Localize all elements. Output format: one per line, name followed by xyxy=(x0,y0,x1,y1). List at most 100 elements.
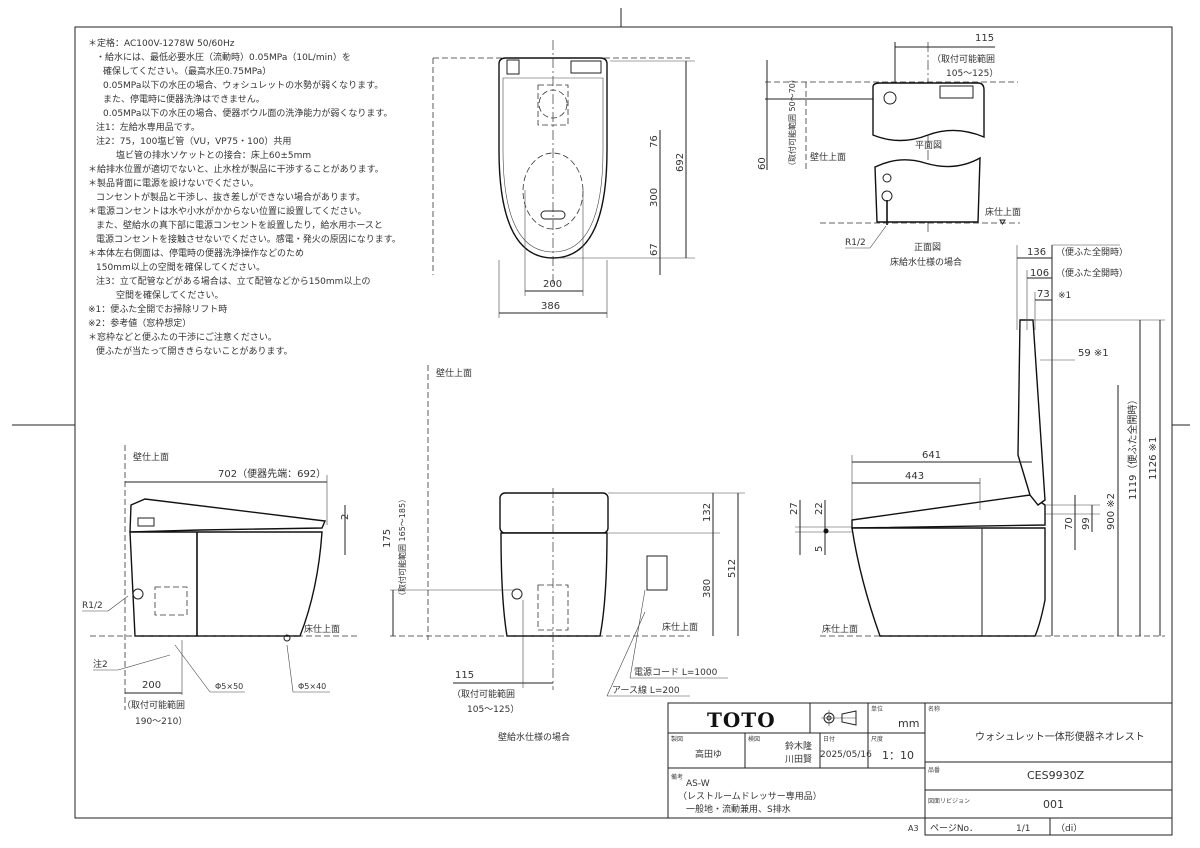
wall-finish-label: 壁仕上面 xyxy=(133,451,169,463)
plan-view: 386 200 692 76 300 67 xyxy=(432,40,695,318)
control-panel xyxy=(570,60,602,74)
product-name: ウォシュレット一体形便器ネオレスト xyxy=(975,730,1145,743)
note-line: 150mm以上の空間を確保してください。 xyxy=(96,261,265,273)
paper-size: A3 xyxy=(908,824,919,833)
dim-132: 132 xyxy=(702,503,713,522)
dim-692: 692 xyxy=(675,153,686,172)
supply-valve-icon xyxy=(511,588,523,600)
revision-value: 001 xyxy=(1043,798,1064,811)
checked-by-1: 鈴木隆 xyxy=(785,740,812,752)
power-cord-label: 電源コード L=1000 xyxy=(634,667,718,678)
projection-symbol-icon xyxy=(821,710,857,726)
range-115: 105～125） xyxy=(467,704,519,715)
r12-label: R1/2 xyxy=(845,238,866,248)
note-line: また、壁給水の真下部に電源コンセントを設置したり，給水用ホースと xyxy=(96,219,383,231)
drawn-by: 高田ゆ xyxy=(695,748,722,760)
floor-supply-caption: 床給水仕様の場合 xyxy=(890,256,962,268)
dim-60: 60 xyxy=(757,157,768,170)
unit-value: mm xyxy=(898,717,919,730)
toilet-body xyxy=(500,532,608,637)
note-line: 注2：75，100塩ビ管（VU，VP75・100）共用 xyxy=(96,135,291,147)
open-note: （便ふた全開時） xyxy=(1056,246,1128,258)
note-line: 電源コンセントを接触させないでください。感電・発火の原因になります。 xyxy=(96,233,401,245)
page-value: 1/1 xyxy=(1016,824,1030,834)
note-line: ※2：参考値（窓枠想定） xyxy=(88,317,191,329)
product-no-label: 品番 xyxy=(928,767,940,774)
dim-73: 73 xyxy=(1037,289,1050,300)
range-60: （取付可能範囲 50～70） xyxy=(787,75,797,170)
dim-22: 22 xyxy=(814,502,825,515)
anchor-40-label: Φ5×40 xyxy=(298,682,326,691)
dim-1119: 1119（便ふた全開時） xyxy=(1126,395,1139,500)
front-view: 壁仕上面 床仕上面 132 380 512 175 （取付可能範囲 165～18… xyxy=(382,365,745,743)
remarks-line: 一般地・流動兼用、S排水 xyxy=(686,803,791,815)
note-line: ＊本体左右側面は、停電時の便器洗浄操作などのため xyxy=(88,247,304,259)
note-line: ・給水には、最低必要水圧（流動時）0.05MPa（10L/min）を xyxy=(96,51,351,63)
seat xyxy=(851,494,1046,529)
dim-136: 136 xyxy=(1027,247,1046,258)
anchor-50-label: Φ5×50 xyxy=(215,682,243,691)
reference-point xyxy=(823,528,829,534)
scale-value: 1：10 xyxy=(882,749,914,762)
earth-wire-label: アース線 L=200 xyxy=(612,684,680,696)
dim-27: 27 xyxy=(789,502,800,515)
floor-finish-label: 床仕上面 xyxy=(985,206,1021,218)
wall-supply-caption: 壁給水仕様の場合 xyxy=(498,731,570,743)
dim-200: 200 xyxy=(142,680,161,691)
dim-106: 106 xyxy=(1030,268,1049,279)
open-note: （便ふた全開時） xyxy=(1056,267,1128,279)
power-outlet xyxy=(646,555,668,591)
revision-label: 図面リビジョン xyxy=(928,797,970,805)
note-line: ※1：便ふた全開でお掃除リフト時 xyxy=(88,303,227,315)
supply-valve-icon xyxy=(132,588,144,600)
dim-386: 386 xyxy=(541,301,560,312)
dim-641: 641 xyxy=(922,450,941,461)
mark-1: ※1 xyxy=(1058,291,1071,301)
toilet-body xyxy=(851,527,1046,637)
dim-900: 900 ※2 xyxy=(1106,493,1117,530)
wall-finish-label: 壁仕上面 xyxy=(436,367,472,379)
supply-valve-icon xyxy=(506,59,520,75)
supply-valve-icon xyxy=(883,91,897,105)
range-label: （取付可能範囲 xyxy=(452,688,515,700)
range-label: （取付可能範囲 xyxy=(122,699,185,711)
tank-lid xyxy=(499,492,609,534)
dim-443: 443 xyxy=(905,471,924,482)
tank-front xyxy=(874,156,981,223)
range-175: （取付可能範囲 165～185） xyxy=(397,495,407,600)
dim-1126: 1126 ※1 xyxy=(1148,437,1159,480)
range-label: （取付可能範囲 xyxy=(932,53,995,65)
floor-finish-label: 床仕上面 xyxy=(662,621,698,633)
note-line: また、停電時に便器洗浄はできません。 xyxy=(103,93,265,105)
date-label: 日付 xyxy=(823,735,835,743)
tank-plan xyxy=(872,82,985,142)
checked-by-2: 川田賢 xyxy=(785,754,812,765)
dim-200: 200 xyxy=(543,279,562,290)
plan-view-label: 平面図 xyxy=(915,140,942,151)
note-line: 0.05MPa以下の水圧の場合、便器ボウル面の洗浄能力が弱くなります。 xyxy=(103,107,392,119)
dim-702: 702（便器先端：692） xyxy=(218,467,326,480)
dim-512: 512 xyxy=(727,559,738,578)
note-line: 便ふたが当たって開ききらないことがあります。 xyxy=(96,345,293,357)
range-115: 105～125） xyxy=(946,68,998,79)
dim-67: 67 xyxy=(649,243,660,256)
seat-lid xyxy=(129,498,327,533)
note-line: ＊窓枠などと便ふたの干渉にご注意ください。 xyxy=(88,331,277,343)
note-line: ＊給排水位置が適切でないと、止水栓が製品に干渉することがあります。 xyxy=(88,163,384,175)
unit-label: 単位 xyxy=(871,705,883,713)
floor-supply-detail: 115 （取付可能範囲 105～125） 60 （取付可能範囲 50～70） 壁… xyxy=(757,33,1021,268)
date-value: 2025/05/16 xyxy=(820,750,872,760)
r12-label: R1/2 xyxy=(82,601,103,611)
note-line: 確保してください。（最高水圧0.75MPa） xyxy=(103,65,271,77)
front-view-label: 正面図 xyxy=(914,242,941,253)
dim-59: 59 ※1 xyxy=(1078,348,1109,359)
floor-finish-label: 床仕上面 xyxy=(304,623,340,635)
dim-99: 99 xyxy=(1081,517,1092,530)
sheet-mark: （di） xyxy=(1056,823,1082,834)
dim-115: 115 xyxy=(455,670,474,681)
name-label: 名称 xyxy=(928,705,940,713)
page-label: ページNo． xyxy=(930,824,978,834)
dim-76: 76 xyxy=(649,135,660,148)
note-line: コンセントが製品と干渉し、抜き差しができない場合があります。 xyxy=(96,191,365,203)
